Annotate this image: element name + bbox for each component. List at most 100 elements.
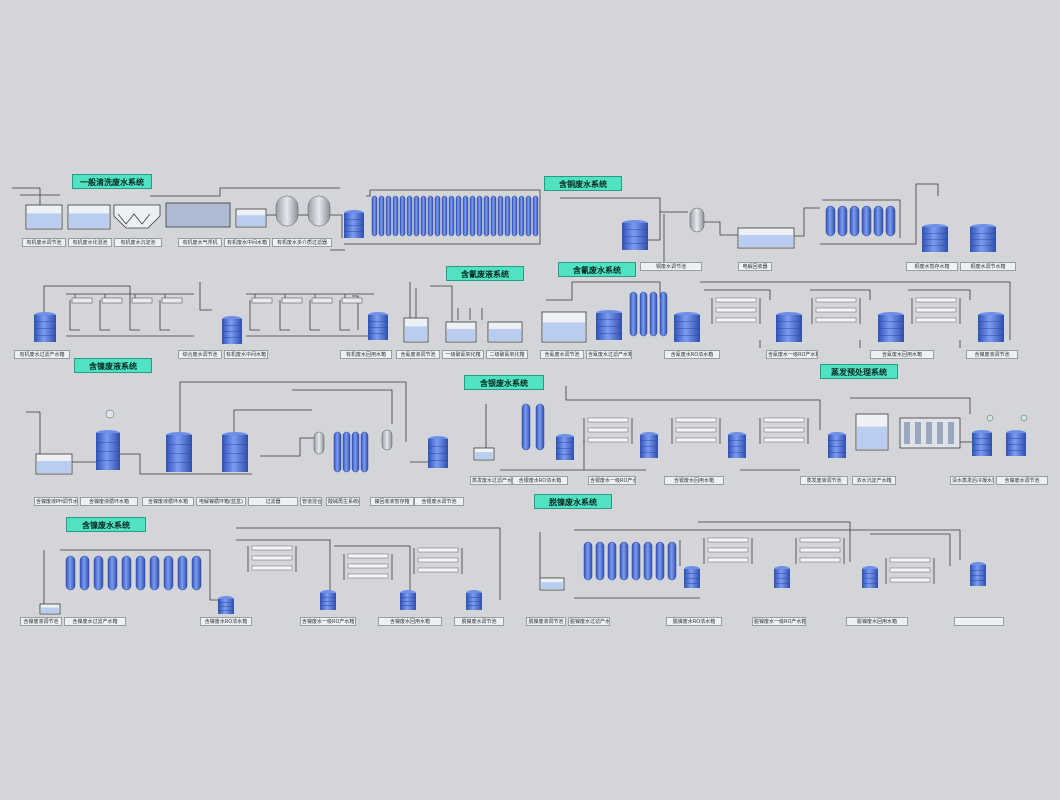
column-body (649, 291, 658, 337)
pipe-line (339, 300, 350, 331)
process-basin (855, 413, 889, 451)
equipment-label: 有机废水气浮机 (178, 238, 222, 247)
column-body (504, 195, 511, 237)
column-body (455, 195, 462, 237)
vessel-body (275, 195, 299, 227)
filter-column (655, 541, 665, 581)
membrane-tube (815, 307, 857, 313)
pipe-line (129, 300, 140, 331)
membrane-rack (763, 417, 805, 443)
filter-column (399, 195, 406, 237)
column-body (177, 555, 188, 591)
filter-column (191, 555, 202, 591)
filter-column (825, 205, 836, 237)
filter-column (107, 555, 118, 591)
storage-tank (166, 432, 192, 472)
storage-tank (640, 432, 658, 458)
pipe-line (330, 214, 343, 238)
pipe-line (43, 285, 131, 312)
equipment-label: 含镍废水一级RO产水箱 (300, 617, 356, 626)
column-body (885, 205, 896, 237)
gray-vessel (689, 207, 705, 233)
system-title-denickel: 脱镍废水系统 (534, 494, 612, 509)
filter-column (849, 205, 860, 237)
filter-column (649, 291, 658, 337)
filter-column (378, 195, 385, 237)
filter-column (837, 205, 848, 237)
storage-tank (774, 566, 790, 588)
evaporator-cell (926, 422, 932, 444)
column-body (79, 555, 90, 591)
filter-column (462, 195, 469, 237)
equipment-label: 有机废水过滤产水箱 (14, 350, 70, 359)
equipment-label: 含镍废水回用水箱 (378, 617, 442, 626)
pipe-line (822, 199, 901, 238)
membrane-tube (587, 417, 629, 423)
column-body (392, 195, 399, 237)
column-body (643, 541, 653, 581)
storage-tank (368, 312, 388, 340)
column-body (413, 195, 420, 237)
basin-water (405, 326, 427, 341)
evaporator-cell (904, 422, 910, 444)
basin-water (739, 235, 793, 247)
basin-water (475, 452, 493, 459)
filter-column (476, 195, 483, 237)
filter-column (406, 195, 413, 237)
basin-water (857, 426, 887, 449)
membrane-tube (799, 557, 841, 563)
storage-tank (970, 224, 996, 252)
system-title-nickel: 含镍废水系统 (66, 517, 146, 532)
equipment-label: 有机废水中间水箱 (224, 238, 270, 247)
process-basin (403, 317, 429, 343)
equipment-label: 有机废水调节池 (22, 238, 66, 247)
filter-column (93, 555, 104, 591)
equipment-label: 含氰废水回用水箱 (870, 350, 934, 359)
equipment-label: 含银废水一级RO产水箱 (588, 476, 636, 485)
pipe-line (546, 281, 661, 301)
column-body (595, 541, 605, 581)
column-body (121, 555, 132, 591)
filter-column (135, 555, 146, 591)
membrane-tube (587, 437, 629, 443)
filter-column (629, 291, 638, 337)
filter-column (535, 403, 545, 451)
vessel-body (689, 207, 705, 233)
basin-water (41, 607, 59, 613)
membrane-tube (815, 297, 857, 303)
membrane-tube (251, 565, 293, 571)
pipe-line (69, 300, 80, 331)
equipment-label: 电解镍循环箱(蓝盒) (196, 497, 246, 506)
storage-tank (34, 312, 56, 342)
column-body (629, 291, 638, 337)
equipment-label: 含氰废液调节池 (396, 350, 440, 359)
column-body (655, 541, 665, 581)
valve-skid (281, 297, 303, 304)
membrane-tube (251, 555, 293, 561)
clarifier-hopper (117, 213, 151, 225)
equipment-label: 含镍废液PH调节水箱 (34, 497, 78, 506)
equipment-label: 镍回收液暂存箱 (370, 497, 414, 506)
membrane-tube (763, 437, 805, 443)
gray-vessel (313, 431, 325, 455)
membrane-tube (251, 545, 293, 551)
column-body (535, 403, 545, 451)
air-flotation (165, 202, 231, 228)
equipment-label: 铜废水调节池 (640, 262, 702, 271)
filter-column (360, 431, 369, 473)
membrane-tube (347, 563, 389, 569)
filter-column (448, 195, 455, 237)
column-body (483, 195, 490, 237)
column-body (490, 195, 497, 237)
membrane-tube (675, 417, 717, 423)
equipment-label: 电解回收器 (738, 262, 772, 271)
membrane-rack (715, 297, 757, 323)
pipe-line (236, 527, 501, 600)
gauge-icon (105, 409, 115, 419)
filter-column (504, 195, 511, 237)
storage-tank (428, 436, 448, 468)
column-body (849, 205, 860, 237)
column-body (360, 431, 369, 473)
equipment-label: 含银废水RO浓水箱 (512, 476, 568, 485)
basin-water (543, 322, 585, 341)
